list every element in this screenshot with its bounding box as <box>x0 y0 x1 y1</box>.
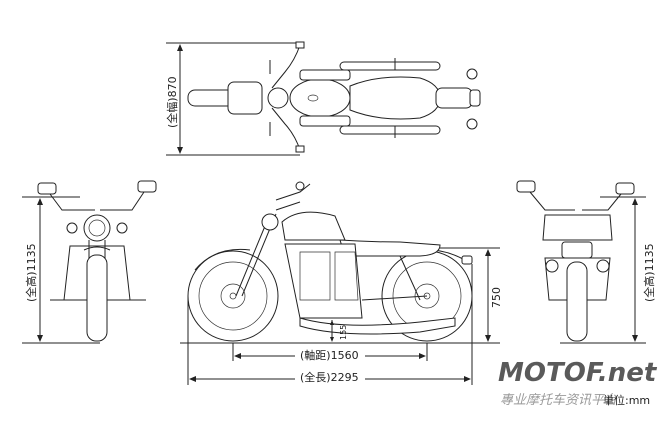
arrow-left <box>234 353 241 359</box>
rear-mirror-r <box>615 182 635 195</box>
rear-height-label: (全高)1135 <box>642 243 656 302</box>
wb-label-bg <box>295 348 365 362</box>
arrow-up <box>485 249 491 256</box>
rear-shock <box>399 255 421 301</box>
exhaust-upper <box>339 61 441 71</box>
arrow-down <box>37 335 43 342</box>
watermark: MOTOF.net 專业摩托车资讯平台 単位:mm <box>498 358 658 408</box>
side-engine <box>284 243 363 319</box>
fuel-cap <box>307 94 319 102</box>
front-fender <box>83 246 111 251</box>
front-headlight <box>83 214 111 242</box>
ol-label-bg <box>295 370 365 384</box>
arrow-right <box>419 353 426 359</box>
arrow-up <box>330 320 334 325</box>
overall-length-label: (全長)2295 <box>300 370 359 384</box>
arrow-right <box>464 376 471 382</box>
fuel-tank-top <box>289 78 351 118</box>
front-wheel <box>187 250 279 342</box>
side-headlight <box>261 213 279 231</box>
turn-signal-rear-r <box>466 118 478 130</box>
rear-tire <box>566 261 588 342</box>
arrow-down <box>177 147 183 154</box>
front-bars <box>49 191 145 211</box>
v-twin-cylinders <box>299 251 359 301</box>
side-seat <box>339 239 441 257</box>
front-mirror-r <box>137 180 157 193</box>
seat-height-label: 750 <box>490 287 503 308</box>
front-disc <box>220 283 246 309</box>
wheelbase-label: (軸距)1560 <box>300 348 359 362</box>
headlight-area <box>227 81 263 115</box>
arrow-down <box>330 337 334 342</box>
gauge <box>267 87 289 109</box>
rear-view: (全高)1135 <box>516 180 656 344</box>
rear-hub-ring <box>414 283 440 309</box>
mirror-left <box>295 41 305 49</box>
headlight-lens <box>88 219 106 237</box>
overall-width-label: (全幅)870 <box>165 76 179 128</box>
side-exhaust <box>299 317 456 335</box>
exhaust-lower <box>339 125 441 135</box>
turn-signal-rear-l <box>466 68 478 80</box>
front-height-label: (全高)1135 <box>24 243 38 302</box>
side-tail-light <box>461 255 473 265</box>
tail-light-top <box>469 89 481 107</box>
front-view: (全高)1135 <box>22 180 157 344</box>
top-view: (全幅)870 <box>165 41 481 156</box>
side-tank <box>281 211 346 241</box>
arrow-up <box>37 198 43 205</box>
watermark-brand: MOTOF.net <box>498 358 658 388</box>
arrow-up <box>177 44 183 51</box>
ground-clearance-label: 155 <box>339 325 348 340</box>
front-signal-l <box>66 222 78 234</box>
side-view: 750 155 (軸距)1560 (全長)2295 <box>180 181 503 385</box>
rear-muffler-l <box>545 259 559 273</box>
watermark-tagline: 專业摩托车资讯平台 <box>500 392 618 408</box>
front-tire <box>86 254 108 342</box>
rear-seat <box>542 214 613 241</box>
arrow-left <box>189 376 196 382</box>
arrow-down <box>485 335 491 342</box>
cylinder-right <box>299 115 351 127</box>
front-rim <box>198 261 268 331</box>
cylinder-left <box>299 69 351 81</box>
front-signal-r <box>116 222 128 234</box>
rear-fender-top <box>435 87 473 109</box>
rear-muffler-r <box>596 259 610 273</box>
unit-label: 単位:mm <box>603 393 650 407</box>
front-fender-side <box>194 248 251 271</box>
side-handlebar <box>275 183 311 211</box>
mirror-right <box>295 145 305 153</box>
side-mirror <box>295 181 305 191</box>
rear-mirror-l <box>516 180 536 193</box>
tail-light <box>561 241 593 259</box>
seat-top <box>349 76 441 120</box>
arrow-up <box>632 198 638 205</box>
rear-bars <box>529 191 622 211</box>
front-mirror-l <box>37 182 57 195</box>
swingarm <box>361 295 428 301</box>
arrow-down <box>632 335 638 342</box>
